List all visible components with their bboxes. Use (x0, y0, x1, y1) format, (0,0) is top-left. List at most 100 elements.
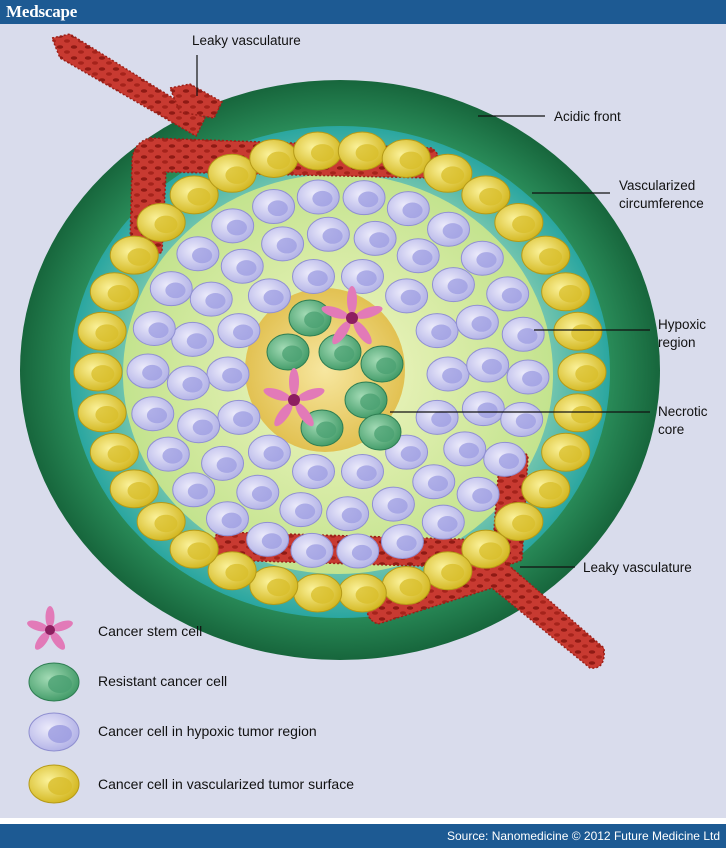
hypoxic-cell (431, 267, 475, 303)
vascularized-cell (553, 311, 603, 351)
hypoxic-cell (177, 408, 221, 444)
resistant-cell (360, 345, 404, 383)
hypoxic-cell (461, 391, 505, 427)
vascularized-cell (521, 469, 571, 509)
stem-cell-2 (263, 368, 325, 427)
vascularized-cell (494, 502, 544, 542)
vascularized-cell (553, 393, 603, 433)
hypoxic-cell (486, 276, 530, 312)
hypoxic-cell (220, 248, 264, 284)
vascularized-cell (557, 352, 607, 392)
vascularized-cell (249, 138, 299, 178)
hypoxic-cell (396, 238, 440, 274)
vascularized-cell (423, 551, 473, 591)
hypoxic-cell (261, 226, 305, 262)
resistant-cells (266, 299, 404, 451)
hypoxic-cell (206, 356, 250, 392)
legend-stem-cell: Cancer stem cell (98, 623, 203, 639)
label-vascularized-1: Vascularized (619, 178, 696, 193)
hypoxic-cell (247, 278, 291, 314)
hypoxic-cell (386, 191, 430, 227)
hypoxic-cell (132, 311, 176, 347)
vascularized-cell (109, 235, 159, 275)
hypoxic-cell (501, 316, 545, 352)
hypoxic-cell (166, 365, 210, 401)
vascularized-cell (89, 272, 139, 312)
hypoxic-cell (292, 453, 336, 489)
hypoxic-cell (247, 434, 291, 470)
hypoxic-cell (246, 521, 290, 557)
vascularized-cell (169, 175, 219, 215)
vascularized-cell (541, 432, 591, 472)
hypoxic-cell (506, 359, 550, 395)
hypoxic-cell (443, 431, 487, 467)
hypoxic-cell (292, 259, 336, 295)
vascularized-cell (461, 529, 511, 569)
hypoxic-cell (336, 533, 380, 569)
vascularized-cell (136, 202, 186, 242)
resistant-cell (288, 299, 332, 337)
hypoxic-cell (149, 271, 193, 307)
vascularized-cell (77, 311, 127, 351)
hypoxic-cell (217, 399, 261, 435)
vascularized-cell (109, 469, 159, 509)
stem-cell-1 (321, 286, 383, 345)
hypoxic-cell (385, 278, 429, 314)
vascularized-cell (521, 235, 571, 275)
vascularized-cell (89, 432, 139, 472)
hypoxic-cell (236, 474, 280, 510)
hypoxic-cell (189, 281, 233, 317)
hypoxic-cell (340, 259, 384, 295)
legend-resistant-cell-icon (28, 662, 80, 702)
hypoxic-cell (126, 353, 170, 389)
resistant-cell (318, 333, 362, 371)
vascularized-cell (381, 138, 431, 178)
hypoxic-cell (326, 496, 370, 532)
hypoxic-cell (205, 501, 249, 537)
vascularized-cells (73, 131, 607, 613)
leader-lines (196, 55, 650, 568)
vascularized-cell (77, 393, 127, 433)
hypoxic-cell (380, 523, 424, 559)
resistant-cell (358, 413, 402, 451)
source-credit: Source: Nanomedicine © 2012 Future Medic… (447, 829, 720, 843)
hypoxic-cell (131, 396, 175, 432)
label-necrotic-1: Necrotic (658, 404, 708, 419)
hypoxic-cell (483, 441, 527, 477)
hypoxic-cell (427, 211, 471, 247)
hypoxic-cell (217, 313, 261, 349)
hypoxic-cell (176, 236, 220, 272)
resistant-cell (266, 333, 310, 371)
hypoxic-cell (371, 486, 415, 522)
vascularized-cell (136, 502, 186, 542)
footer-gap (0, 818, 726, 824)
legend-stem-cell-icon (27, 606, 73, 650)
vascularized-cell (423, 153, 473, 193)
hypoxic-cell (466, 347, 510, 383)
hypoxic-cell (421, 504, 465, 540)
legend-hypoxic-cell-icon (28, 712, 80, 752)
vascularized-cell (169, 529, 219, 569)
hypoxic-cell (172, 472, 216, 508)
hypoxic-cell (340, 453, 384, 489)
vascularized-cell (541, 272, 591, 312)
hypoxic-cell (460, 240, 504, 276)
hypoxic-cell (412, 464, 456, 500)
vascularized-cell (381, 566, 431, 606)
legend-resistant-cell: Resistant cancer cell (98, 673, 228, 689)
label-necrotic-2: core (658, 422, 685, 437)
hypoxic-cell (146, 436, 190, 472)
footer-bar: Source: Nanomedicine © 2012 Future Medic… (0, 824, 726, 848)
hypoxic-cell (211, 208, 255, 244)
vascularized-cell (73, 352, 123, 392)
vascularized-cell (249, 566, 299, 606)
hypoxic-cell (415, 313, 459, 349)
label-acidic-front: Acidic front (554, 109, 621, 124)
hypoxic-cell (290, 532, 334, 568)
hypoxic-cell (500, 401, 544, 437)
vascularized-cell (461, 175, 511, 215)
vascularized-cell (494, 202, 544, 242)
legend-vascularized-cell-icon (28, 764, 80, 804)
resistant-cell (344, 381, 388, 419)
